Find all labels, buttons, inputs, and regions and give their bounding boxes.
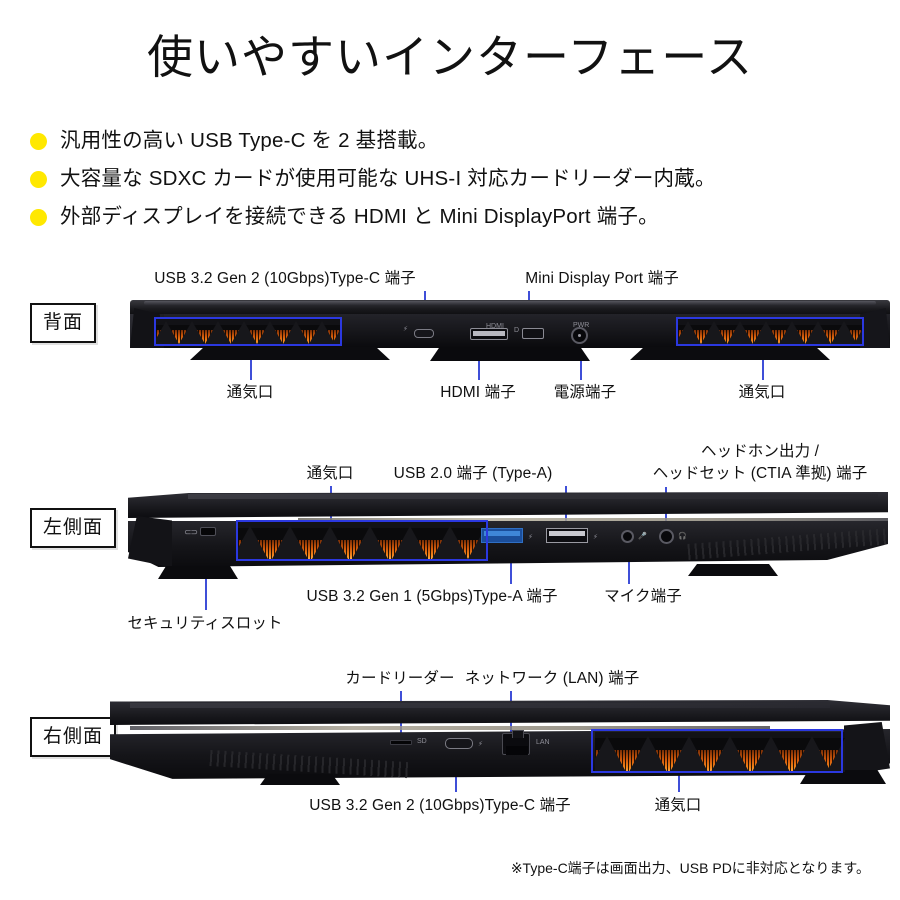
vent-rear-left	[156, 319, 342, 344]
label-right-lan: ネットワーク (LAN) 端子	[464, 670, 640, 687]
label-left-usb20: USB 2.0 端子 (Type-A)	[393, 465, 553, 482]
leader-rear-vent-left	[250, 352, 252, 380]
bullet-text: 汎用性の高い USB Type-C を 2 基搭載。	[60, 129, 439, 152]
list-item: 大容量な SDXC カードが使用可能な UHS-I 対応カードリーダー内蔵。	[30, 160, 880, 198]
leader-rear-power	[580, 352, 582, 380]
leader-left-usb-a	[510, 552, 512, 584]
highlight-vent-left-side	[236, 520, 488, 561]
port-mic-jack[interactable]	[621, 530, 634, 543]
vent-right-side	[595, 732, 845, 772]
list-item: 外部ディスプレイを接続できる HDMI と Mini DisplayPort 端…	[30, 198, 880, 236]
feature-bullet-list: 汎用性の高い USB Type-C を 2 基搭載。 大容量な SDXC カード…	[30, 122, 880, 236]
footnote: ※Type-C端子は画面出力、USB PDに非対応となります。	[510, 860, 870, 876]
port-security-slot[interactable]	[200, 527, 216, 536]
headphone-glyph-icon: 🎧	[678, 533, 687, 540]
laptop-rear-illustration: ⚡ HDMI D PWR	[130, 300, 890, 365]
usb-glyph-icon: ⚡	[593, 534, 598, 541]
port-usb-c[interactable]	[414, 329, 434, 338]
usb-glyph-icon: ⚡	[403, 326, 408, 333]
mic-glyph-icon: 🎤	[638, 533, 647, 540]
leader-left-mic	[628, 552, 630, 584]
port-lan-rj45[interactable]	[502, 730, 530, 755]
label-left-security: セキュリティスロット	[127, 615, 283, 632]
port-mini-displayport[interactable]	[522, 328, 544, 339]
label-right-card-reader: カードリーダー	[345, 670, 455, 687]
bullet-dot-icon	[30, 208, 47, 226]
view-tag-right-side: 右側面	[30, 717, 117, 757]
leader-right-vent	[678, 762, 680, 792]
power-glyph-icon: PWR	[573, 322, 590, 329]
view-tag-left-side: 左側面	[30, 508, 117, 548]
label-rear-vent-left: 通気口	[226, 384, 274, 401]
highlight-vent-right-side	[591, 729, 843, 773]
usb-glyph-icon: ⚡	[528, 534, 533, 541]
laptop-right-side-illustration: SD ⚡ LAN	[110, 700, 890, 785]
label-rear-vent-right: 通気口	[738, 384, 786, 401]
view-tag-rear: 背面	[30, 303, 97, 343]
lan-glyph-icon: LAN	[536, 739, 550, 746]
bullet-dot-icon	[30, 170, 47, 188]
label-left-headphone-line2: ヘッドセット (CTIA 準拠) 端子	[652, 465, 868, 482]
usb-glyph-icon: ⚡	[478, 741, 483, 748]
sd-glyph-icon: SD	[417, 738, 427, 745]
hdmi-glyph-icon: HDMI	[486, 323, 504, 330]
highlight-vent-rear-right	[676, 317, 864, 346]
label-rear-hdmi: HDMI 端子	[440, 384, 516, 401]
port-headphone-jack[interactable]	[659, 529, 674, 544]
label-rear-usb-c: USB 3.2 Gen 2 (10Gbps)Type-C 端子	[154, 270, 416, 287]
label-left-headphone: ヘッドホン出力 / ヘッドセット (CTIA 準拠) 端子	[653, 441, 868, 485]
page-title: 使いやすいインターフェース	[147, 31, 753, 83]
bullet-dot-icon	[30, 132, 47, 150]
label-left-mic: マイク端子	[604, 588, 682, 605]
vent-left-side	[238, 522, 488, 559]
bullet-text: 外部ディスプレイを接続できる HDMI と Mini DisplayPort 端…	[60, 205, 659, 228]
leader-rear-hdmi	[478, 352, 480, 380]
list-item: 汎用性の高い USB Type-C を 2 基搭載。	[30, 122, 880, 160]
bullet-text: 大容量な SDXC カードが使用可能な UHS-I 対応カードリーダー内蔵。	[60, 167, 716, 190]
port-usb-a-gen1[interactable]	[481, 528, 523, 543]
label-left-headphone-line1: ヘッドホン出力 /	[700, 443, 820, 460]
label-rear-power: 電源端子	[553, 384, 617, 401]
highlight-vent-rear-left	[154, 317, 342, 346]
label-right-usb-c: USB 3.2 Gen 2 (10Gbps)Type-C 端子	[309, 797, 571, 814]
port-power-jack[interactable]	[571, 327, 588, 344]
label-left-vent: 通気口	[306, 465, 354, 482]
leader-rear-vent-right	[762, 352, 764, 380]
laptop-left-side-illustration: ⊂⊃ ⚡ ⚡	[128, 492, 889, 579]
leader-left-security	[205, 548, 207, 610]
port-usb-c[interactable]	[445, 738, 473, 749]
vent-rear-right	[678, 319, 864, 344]
label-right-vent: 通気口	[654, 797, 702, 814]
label-left-usb-a: USB 3.2 Gen 1 (5Gbps)Type-A 端子	[306, 588, 558, 605]
port-hdmi[interactable]	[470, 328, 508, 340]
label-rear-mini-dp: Mini Display Port 端子	[525, 270, 679, 287]
displayport-glyph-icon: D	[514, 327, 520, 334]
port-usb-a-20[interactable]	[546, 528, 588, 543]
port-card-reader[interactable]	[390, 740, 412, 745]
